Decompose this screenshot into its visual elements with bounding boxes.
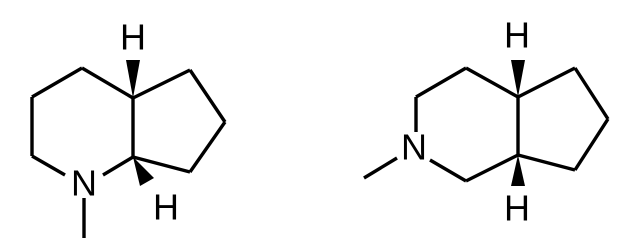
bond — [465, 153, 519, 183]
molecule-left: N H H — [30, 17, 227, 238]
bond — [132, 155, 191, 174]
bond — [132, 68, 191, 100]
bond — [31, 154, 66, 177]
bond — [517, 153, 576, 172]
bond — [415, 66, 467, 99]
stereo-wedge-bond — [133, 157, 154, 186]
hydrogen-atom: H — [504, 188, 530, 229]
bond — [573, 67, 610, 120]
hydrogen-atom: H — [153, 187, 179, 228]
bond — [517, 66, 576, 99]
bond — [465, 66, 519, 99]
bond — [188, 69, 227, 123]
stereo-wedge-bond — [126, 60, 140, 98]
nitrogen-atom: N — [401, 127, 427, 168]
bond — [573, 118, 610, 171]
bond — [429, 158, 467, 183]
n-methyl-bond — [363, 156, 398, 180]
bond — [102, 155, 134, 177]
bond — [81, 66, 134, 100]
stereo-wedge-bond — [511, 155, 525, 186]
nitrogen-atom: N — [71, 163, 97, 204]
stereo-wedge-bond — [511, 60, 525, 97]
hydrogen-atom: H — [120, 17, 146, 58]
bond — [188, 121, 227, 173]
molecule-right: N H H — [363, 15, 610, 229]
bond — [31, 66, 83, 99]
hydrogen-atom: H — [504, 15, 530, 56]
